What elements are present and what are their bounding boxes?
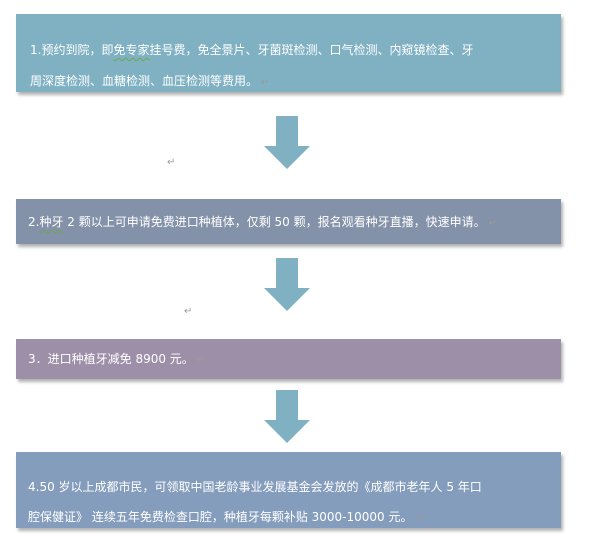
- down-arrow-icon: [264, 116, 310, 169]
- step-4-line-1: 4.50 岁以上成都市民，可领取中国老龄事业发展基金会发放的《成都市老年人 5 …: [28, 478, 482, 495]
- step-1-text-line-2: 周深度检测、血糖检测、血压检测等费用。: [30, 74, 259, 88]
- step-2-line-1: 2.种牙 2 颗以上可申请免费进口种植体，仅剩 50 颗，报名观看种牙直播，快速…: [28, 213, 497, 230]
- step-3-text: 3．进口种植牙减免 8900 元。: [28, 352, 194, 366]
- return-mark-icon: ↵: [261, 77, 270, 88]
- step-1-box: 1.预约到院，即免专家挂号费，免全景片、牙菌斑检测、口气检测、内窥镜检查、牙 周…: [16, 14, 561, 92]
- step-2-text-prefix: 2.: [28, 215, 40, 229]
- step-1-line-1: 1.预约到院，即免专家挂号费，免全景片、牙菌斑检测、口气检测、内窥镜检查、牙: [30, 41, 473, 58]
- return-mark-icon: ↵: [415, 513, 424, 524]
- step-4-text-line-1: 4.50 岁以上成都市民，可领取中国老龄事业发展基金会发放的《成都市老年人 5 …: [28, 480, 482, 494]
- down-arrow-icon: [264, 390, 310, 443]
- return-mark-icon: ↵: [167, 157, 176, 168]
- step-1-text-underlined: 免专家: [113, 43, 150, 57]
- step-2-text-suffix: 2 颗以上可申请免费进口种植体，仅剩 50 颗，报名观看种牙直播，快速申请。: [63, 215, 486, 229]
- step-1-line-2: 周深度检测、血糖检测、血压检测等费用。↵: [30, 72, 269, 89]
- step-2-text-underlined: 种牙: [39, 215, 64, 229]
- step-3-line-1: 3．进口种植牙减免 8900 元。↵: [28, 350, 205, 367]
- step-4-box: 4.50 岁以上成都市民，可领取中国老龄事业发展基金会发放的《成都市老年人 5 …: [16, 452, 561, 528]
- step-1-text-suffix: 挂号费，免全景片、牙菌斑检测、口气检测、内窥镜检查、牙: [149, 43, 474, 57]
- return-mark-icon: ↵: [196, 355, 206, 366]
- step-3-box: 3．进口种植牙减免 8900 元。↵: [16, 339, 561, 379]
- return-mark-icon: ↵: [488, 218, 498, 229]
- step-2-box: 2.种牙 2 颗以上可申请免费进口种植体，仅剩 50 颗，报名观看种牙直播，快速…: [16, 199, 561, 244]
- step-1-text-prefix: 1.预约到院，即: [30, 43, 114, 57]
- step-4-line-2: 腔保健证》 连续五年免费检查口腔，种植牙每颗补贴 3000-10000 元。↵: [28, 508, 424, 525]
- return-mark-icon: ↵: [184, 306, 193, 317]
- down-arrow-icon: [264, 258, 310, 311]
- step-4-text-line-2: 腔保健证》 连续五年免费检查口腔，种植牙每颗补贴 3000-10000 元。: [28, 510, 413, 524]
